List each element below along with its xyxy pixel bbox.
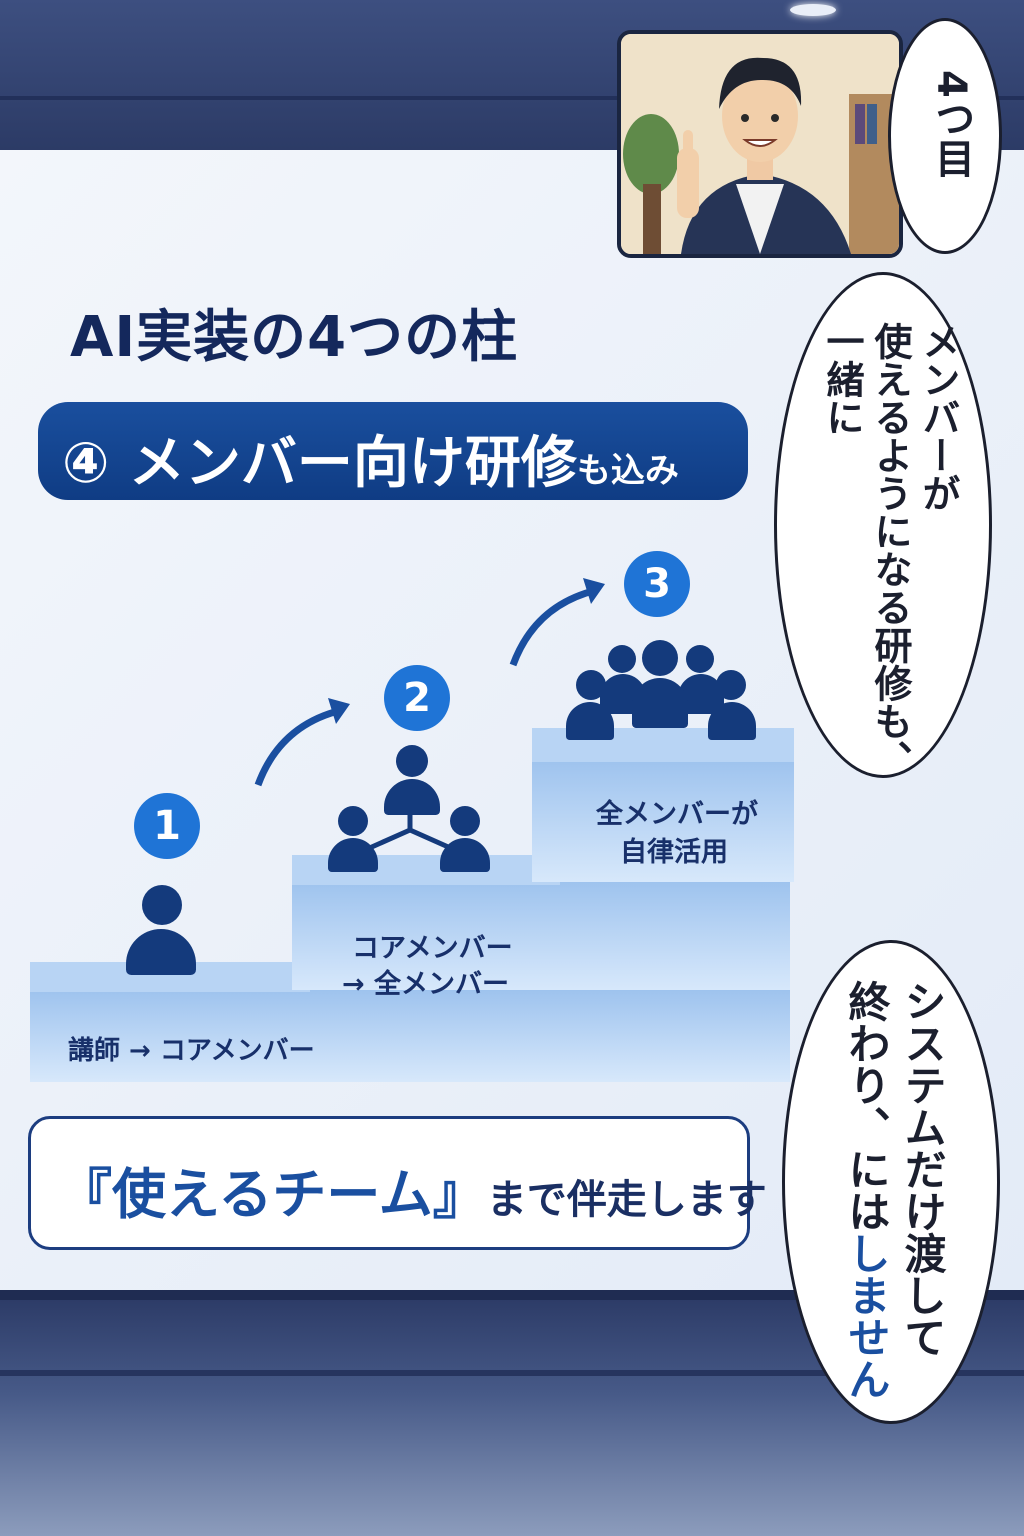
speech-bubble-3-text: システムだけ渡して 終わり、にはしません bbox=[838, 980, 950, 1400]
topic-banner-text: ④ メンバー向け研修も込み bbox=[62, 418, 679, 499]
banner-number: ④ bbox=[62, 431, 110, 496]
step-2-label-line2: → 全メンバー bbox=[342, 969, 510, 1000]
presenter-avatar bbox=[617, 30, 903, 258]
speech-bubble-3 bbox=[782, 940, 1000, 1424]
ceiling-beam bbox=[0, 96, 1024, 100]
slide-title: AI実装の4つの柱 bbox=[70, 305, 519, 370]
floor-line bbox=[0, 1370, 1024, 1376]
banner-suffix: も込み bbox=[576, 451, 679, 491]
tagline-box bbox=[28, 1116, 750, 1250]
bubble-3-col2-plain: 終わり、には bbox=[842, 980, 891, 1232]
person-icon bbox=[328, 806, 378, 872]
group-icon bbox=[566, 640, 756, 740]
tagline: 『使えるチーム』まで伴走します bbox=[58, 1150, 767, 1229]
step-3-label-line1: 全メンバーが bbox=[596, 799, 758, 830]
step-2-label-line1: コアメンバー bbox=[352, 933, 513, 964]
tagline-quoted: 『使えるチーム』 bbox=[58, 1163, 487, 1226]
bubble-2-col3: 一緒に bbox=[820, 322, 864, 436]
step-3 bbox=[532, 760, 794, 882]
arrow-up-right-icon bbox=[254, 698, 350, 787]
step-1-number: 1 bbox=[134, 793, 200, 859]
speech-bubble-1 bbox=[888, 18, 1002, 254]
arrow-up-right-icon bbox=[509, 578, 605, 667]
bubble-2-col2: 使えるようになる研修も、 bbox=[868, 322, 912, 778]
speech-bubble-1-text: 4つ目 bbox=[928, 70, 974, 178]
bubble-3-col2-accent: しません bbox=[842, 1232, 891, 1400]
topic-banner bbox=[38, 402, 748, 500]
speech-bubble-2 bbox=[774, 272, 992, 778]
step-3-label-line2: 自律活用 bbox=[620, 837, 728, 868]
bubble-2-col1: メンバーが bbox=[916, 322, 960, 512]
step-1 bbox=[30, 990, 790, 1082]
tagline-rest: まで伴走します bbox=[486, 1177, 767, 1223]
step-2-number: 2 bbox=[384, 665, 450, 731]
step-1-label: 講師 → コアメンバー bbox=[68, 1036, 315, 1066]
person-icon bbox=[126, 885, 196, 975]
person-icon bbox=[440, 806, 490, 872]
person-icon bbox=[384, 745, 440, 815]
ceiling-light-icon bbox=[790, 4, 836, 16]
speech-bubble-2-text: メンバーが 使えるようになる研修も、 一緒に bbox=[818, 322, 962, 778]
presenter-illustration bbox=[621, 34, 899, 254]
step-2 bbox=[292, 882, 790, 990]
bubble-3-col1: システムだけ渡して bbox=[898, 980, 947, 1358]
step-3-number: 3 bbox=[624, 551, 690, 617]
banner-main: メンバー向け研修 bbox=[128, 431, 577, 496]
